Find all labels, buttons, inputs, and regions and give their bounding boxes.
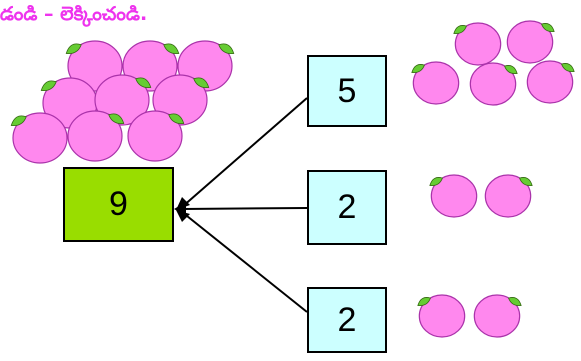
fruit-icon [10, 112, 68, 164]
leaf-icon [508, 297, 522, 307]
leaf-icon [10, 115, 27, 127]
fruit-icon [473, 294, 522, 338]
leaf-icon [504, 65, 518, 75]
arrow-line-3 [181, 211, 308, 313]
leaf-icon [135, 77, 152, 89]
part-1-fruit-group [411, 20, 575, 106]
leaf-icon [453, 25, 467, 35]
part-2-value: 2 [337, 188, 357, 226]
fruit-icon [453, 22, 502, 66]
fruit-icon [417, 294, 466, 338]
arrowhead-3 [176, 210, 190, 222]
part-1-value: 5 [337, 71, 357, 110]
total-value: 9 [109, 185, 128, 223]
fruit-icon [469, 62, 518, 106]
leaf-icon [163, 43, 180, 55]
part-2-number-box: 2 [307, 170, 387, 245]
part-3-number-box: 2 [307, 287, 387, 353]
total-fruit-group [10, 40, 235, 164]
leaf-icon [218, 43, 235, 55]
total-number-box: 9 [63, 167, 174, 242]
fruit-icon [411, 61, 460, 105]
arrows-group [174, 97, 308, 313]
fruit-icon [526, 60, 575, 104]
leaf-icon [541, 23, 555, 33]
page-title: ాడండి – లెక్కించండి. [0, 3, 148, 25]
leaf-icon [40, 80, 57, 92]
part-3-fruit-group [417, 294, 522, 338]
leaf-icon [417, 297, 431, 307]
leaf-icon [411, 64, 425, 74]
arrow-line-1 [181, 97, 308, 208]
arrow-line-2 [181, 207, 308, 210]
fruit-icon [506, 20, 555, 64]
part-1-number-box: 5 [307, 55, 387, 127]
fruit-icon [127, 110, 185, 162]
part-2-fruit-group [429, 174, 533, 218]
leaf-icon [65, 43, 82, 55]
fruit-icon [484, 174, 533, 218]
fruit-icon [67, 110, 125, 162]
fruit-icon [429, 174, 478, 218]
leaf-icon [519, 177, 533, 187]
leaf-icon [168, 113, 185, 125]
part-3-value: 2 [337, 300, 357, 339]
leaf-icon [108, 113, 125, 125]
fruit-icon [94, 74, 152, 126]
leaf-icon [193, 77, 210, 89]
leaf-icon [561, 63, 575, 73]
leaf-icon [429, 177, 443, 187]
